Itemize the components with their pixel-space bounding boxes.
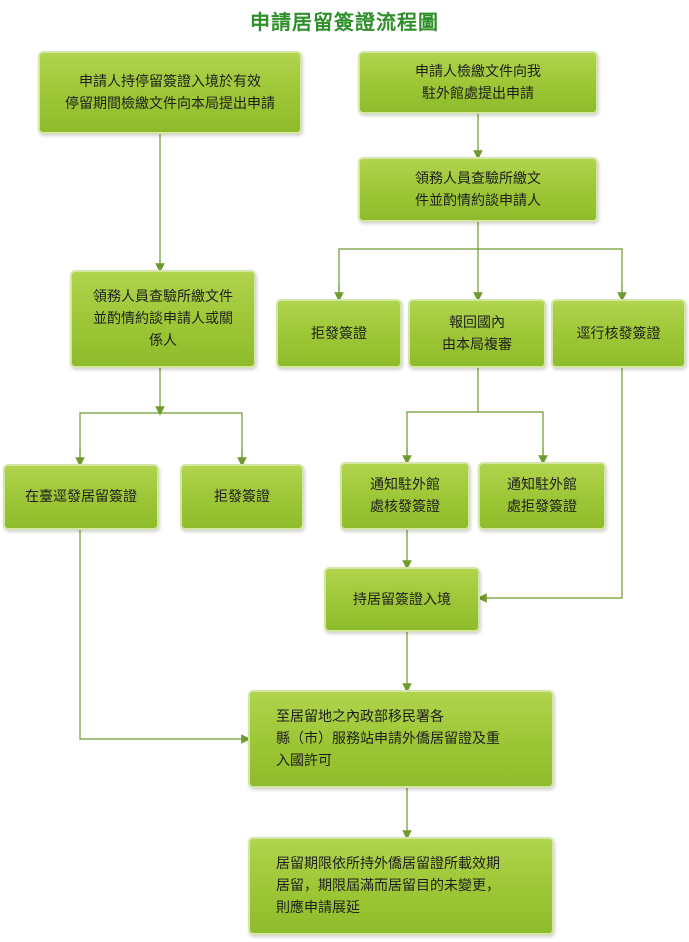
node-report-back: 報回國內 由本局複審 — [408, 299, 546, 368]
node-issue-directly: 逕行核發簽證 — [551, 299, 686, 368]
node-apply-in-taiwan: 申請人持停留簽證入境於有效 停留期間檢繳文件向本局提出申請 — [38, 51, 302, 134]
arrow-issue-directly-to-enter — [477, 368, 623, 603]
node-issue-in-taiwan: 在臺逕發居留簽證 — [3, 464, 159, 530]
node-apply-arc: 至居留地之內政部移民署各 縣（市）服務站申請外僑居留證及重 入國許可 — [248, 690, 554, 788]
branch-review-left — [79, 412, 243, 462]
node-extend-stay: 居留期限依所持外僑居留證所載效期 居留，期限屆滿而居留目的未變更， 則應申請展延 — [248, 837, 554, 935]
node-reject-taiwan: 拒發簽證 — [180, 464, 304, 530]
node-reject-abroad: 拒發簽證 — [276, 299, 402, 368]
node-consular-review-abroad: 領務人員查驗所繳文 件並酌情約談申請人 — [358, 157, 598, 222]
node-consular-review-taiwan: 領務人員查驗所繳文件 並酌情約談申請人或關 係人 — [70, 270, 256, 368]
arrow-issue-in-taiwan-to-arc — [79, 530, 251, 744]
page-title: 申請居留簽證流程圖 — [250, 10, 439, 34]
node-enter-with-visa: 持居留簽證入境 — [324, 567, 480, 632]
node-notify-issue: 通知駐外館 處核發簽證 — [340, 462, 470, 530]
branch-review-abroad — [338, 248, 623, 297]
node-apply-abroad: 申請人檢繳文件向我 駐外館處提出申請 — [358, 51, 598, 114]
node-notify-reject: 通知駐外館 處拒發簽證 — [478, 462, 606, 530]
branch-report-back — [406, 411, 544, 460]
